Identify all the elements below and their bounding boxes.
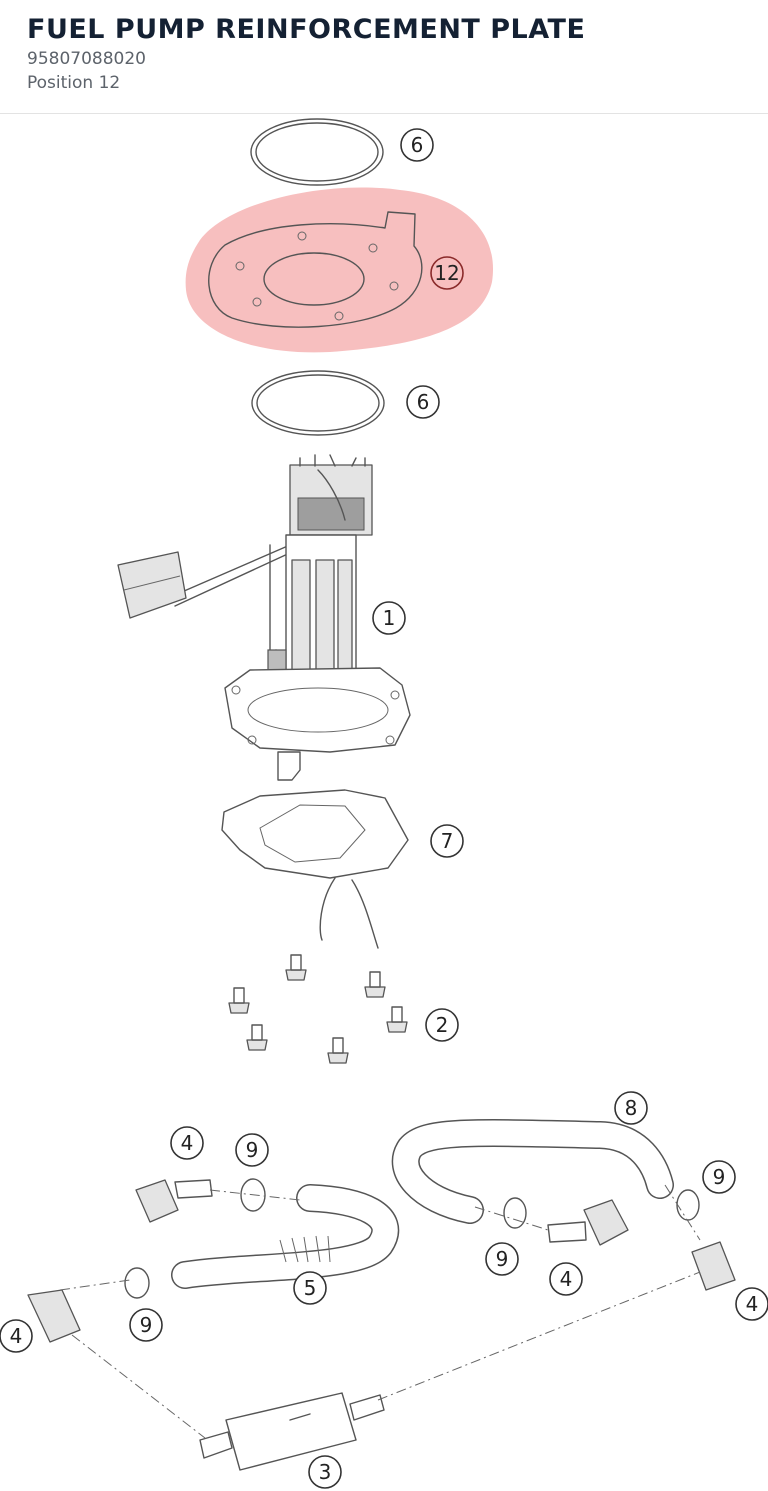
connection-lines bbox=[59, 1184, 701, 1439]
svg-text:8: 8 bbox=[625, 1096, 638, 1120]
callout-9-upper-left[interactable]: 9 bbox=[235, 1133, 269, 1167]
svg-text:9: 9 bbox=[246, 1138, 259, 1162]
svg-text:4: 4 bbox=[560, 1267, 573, 1291]
o-ring-lower bbox=[251, 370, 385, 436]
callout-8[interactable]: 8 bbox=[614, 1091, 648, 1125]
callout-9-right[interactable]: 9 bbox=[702, 1160, 736, 1194]
fuel-filter bbox=[199, 1392, 385, 1471]
callout-4-right[interactable]: 4 bbox=[735, 1287, 768, 1321]
svg-text:4: 4 bbox=[746, 1292, 759, 1316]
screws bbox=[228, 954, 408, 1064]
exploded-parts-diagram: 6 12 6 1 7 2 8 4 9 9 5 9 4 4 4 9 3 bbox=[0, 118, 768, 1489]
part-number: 95807088020 bbox=[27, 49, 146, 69]
callout-2[interactable]: 2 bbox=[425, 1008, 459, 1042]
fuel-hose-lower bbox=[171, 1184, 400, 1289]
callout-1[interactable]: 1 bbox=[372, 601, 406, 635]
page-title: FUEL PUMP REINFORCEMENT PLATE bbox=[27, 14, 586, 45]
fuel-pump-module bbox=[117, 454, 411, 781]
svg-text:4: 4 bbox=[181, 1131, 194, 1155]
svg-text:3: 3 bbox=[319, 1460, 332, 1484]
svg-text:12: 12 bbox=[434, 261, 459, 285]
hose-clamps bbox=[124, 1178, 700, 1299]
callout-4-left[interactable]: 4 bbox=[0, 1319, 33, 1353]
callout-7[interactable]: 7 bbox=[430, 824, 464, 858]
svg-text:5: 5 bbox=[304, 1276, 317, 1300]
svg-text:2: 2 bbox=[436, 1013, 449, 1037]
reinforcement-plate bbox=[208, 211, 423, 328]
gasket bbox=[221, 789, 409, 949]
position-label: Position 12 bbox=[27, 73, 121, 93]
svg-text:9: 9 bbox=[140, 1313, 153, 1337]
o-ring-top bbox=[250, 118, 384, 186]
svg-text:4: 4 bbox=[10, 1324, 23, 1348]
quick-connectors bbox=[27, 1179, 736, 1343]
svg-text:6: 6 bbox=[417, 390, 430, 414]
callout-12[interactable]: 12 bbox=[430, 256, 464, 290]
callout-9-left[interactable]: 9 bbox=[129, 1308, 163, 1342]
callout-4-upper-left[interactable]: 4 bbox=[170, 1126, 204, 1160]
page-header: FUEL PUMP REINFORCEMENT PLATE 9580708802… bbox=[0, 0, 768, 114]
callout-6-top[interactable]: 6 bbox=[400, 128, 434, 162]
highlight-region bbox=[185, 187, 494, 353]
svg-text:6: 6 bbox=[411, 133, 424, 157]
fuel-hose-upper bbox=[391, 1119, 674, 1224]
callout-4-middle[interactable]: 4 bbox=[549, 1262, 583, 1296]
callout-3[interactable]: 3 bbox=[308, 1455, 342, 1489]
svg-text:1: 1 bbox=[383, 606, 396, 630]
svg-text:9: 9 bbox=[496, 1247, 509, 1271]
svg-text:9: 9 bbox=[713, 1165, 726, 1189]
callout-6-lower[interactable]: 6 bbox=[406, 385, 440, 419]
svg-text:7: 7 bbox=[441, 829, 454, 853]
callout-5[interactable]: 5 bbox=[293, 1271, 327, 1305]
callout-9-middle[interactable]: 9 bbox=[485, 1242, 519, 1276]
